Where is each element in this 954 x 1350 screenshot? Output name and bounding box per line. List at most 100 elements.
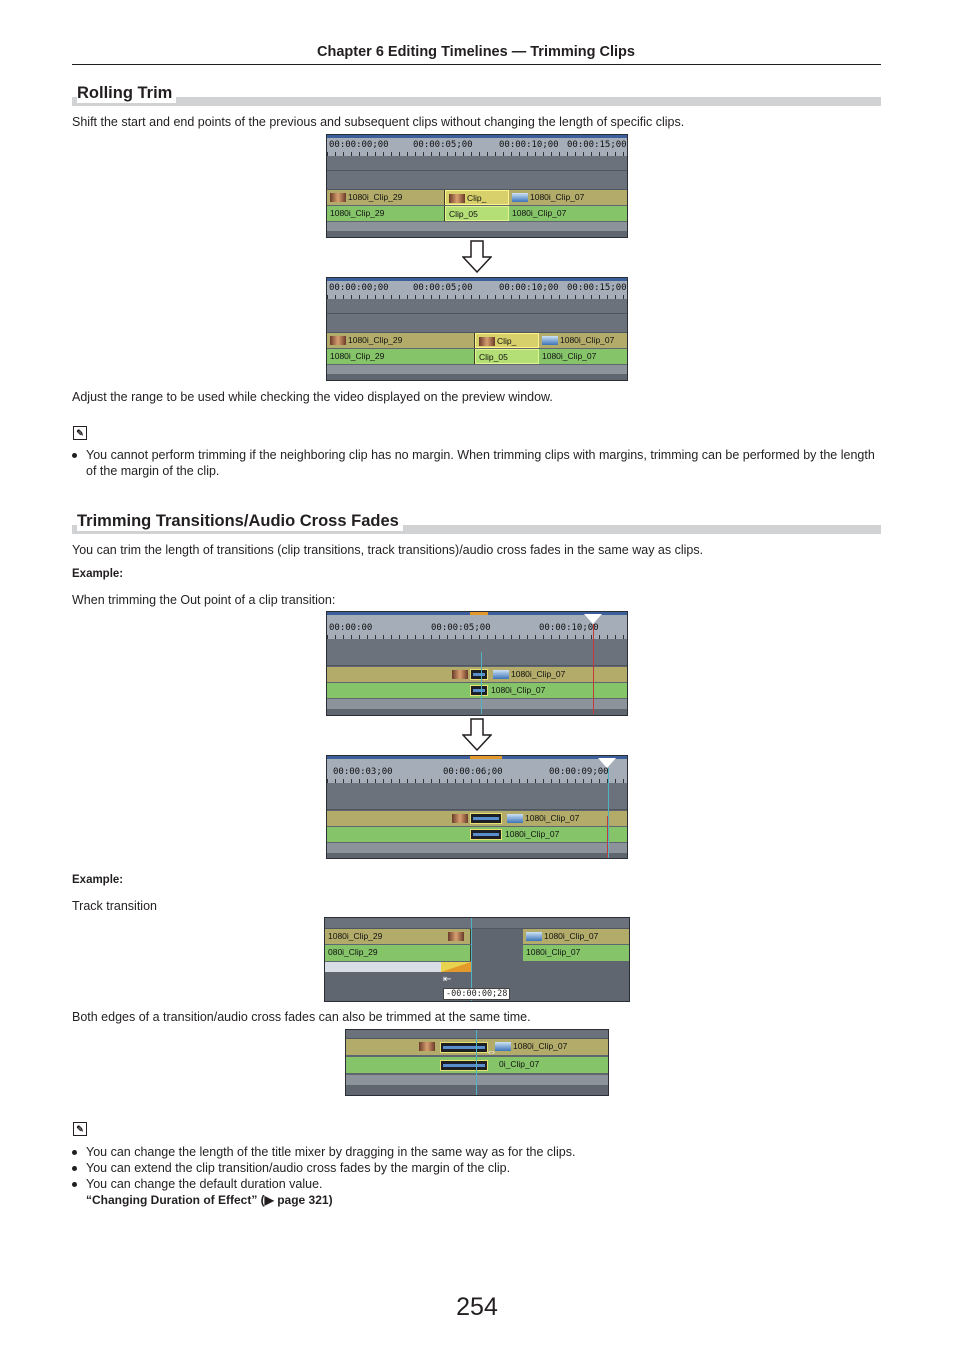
empty-track xyxy=(327,783,627,810)
transitions-intro: You can trim the length of transitions (… xyxy=(72,543,704,557)
timecode-label: 00:00:15;00 xyxy=(567,283,627,293)
example1-text: When trimming the Out point of a clip tr… xyxy=(72,593,336,607)
timecode-label: 00:00:05;00 xyxy=(413,140,473,150)
clip-thumbnail-icon xyxy=(479,337,495,347)
clip-thumbnail-icon xyxy=(512,193,528,203)
timecode-label: 00:00:10;00 xyxy=(539,623,599,633)
timeline-both-edges: 1080i_Clip_07 0i_Clip_07 ⇔ xyxy=(345,1029,609,1096)
audio-clip[interactable]: 1080i_Clip_29 xyxy=(327,349,475,364)
video-clip[interactable]: 1080i_Clip_07 xyxy=(539,333,627,348)
track-transition-ramp-icon[interactable] xyxy=(441,962,471,972)
track-transition-bar[interactable] xyxy=(325,962,443,972)
audio-clip[interactable]: 1080i_Clip_07 xyxy=(488,683,588,698)
audio-clip-selected[interactable]: Clip_05 xyxy=(475,349,539,364)
audio-clip[interactable]: 1080i_Clip_07 xyxy=(539,349,627,364)
audio-cross-fade[interactable] xyxy=(440,1060,488,1071)
note-icon: ✎ xyxy=(73,426,87,440)
video-clip-selected[interactable]: Clip_ xyxy=(445,190,509,205)
ruler-ticks xyxy=(327,779,627,783)
bullet-dot xyxy=(72,1166,77,1171)
audio-clip[interactable]: 0i_Clip_07 xyxy=(496,1057,596,1073)
audio-clip[interactable]: 080i_Clip_29 xyxy=(325,945,471,961)
audio-clip[interactable]: 1080i_Clip_07 xyxy=(502,827,602,842)
video-clip[interactable] xyxy=(416,1039,440,1055)
timeline-screenshot-after: 00:00:00;00 00:00:05;00 00:00:10;00 00:0… xyxy=(326,277,628,381)
timecode-label: 00:00:10;00 xyxy=(499,283,559,293)
playhead-marker-icon[interactable] xyxy=(584,614,602,624)
timecode-label: 00:00:09;00 xyxy=(549,767,609,777)
empty-track xyxy=(346,1030,608,1039)
timeline-track-transition: 1080i_Clip_29 1080i_Clip_07 080i_Clip_29… xyxy=(324,917,630,1002)
playhead-marker-icon[interactable] xyxy=(598,758,616,768)
audio-cross-fade[interactable] xyxy=(470,685,488,696)
empty-track xyxy=(327,222,627,231)
timecode-label: 00:00:10;00 xyxy=(499,140,559,150)
note-bullet: You can change the default duration valu… xyxy=(72,1176,880,1192)
video-clip[interactable]: 1080i_Clip_29 xyxy=(327,190,445,205)
playhead-line xyxy=(593,624,594,714)
example2-text: Track transition xyxy=(72,899,157,913)
clip-thumbnail-icon xyxy=(452,814,468,824)
audio-clip[interactable]: 1080i_Clip_29 xyxy=(327,206,445,221)
empty-track xyxy=(327,639,627,666)
header-rule xyxy=(72,64,881,65)
video-clip[interactable]: 1080i_Clip_07 xyxy=(523,929,629,944)
example-label: Example: xyxy=(72,874,124,886)
example-label: Example: xyxy=(72,568,124,580)
timeline-screenshot-before: 00:00:00;00 00:00:05;00 00:00:10;00 00:0… xyxy=(326,134,628,238)
clip-transition[interactable] xyxy=(470,669,488,680)
video-clip[interactable]: 1080i_Clip_07 xyxy=(509,190,627,205)
clip-transition[interactable] xyxy=(440,1042,488,1053)
ruler-ticks xyxy=(327,152,627,156)
in-out-marker xyxy=(470,756,502,759)
video-clip[interactable]: 1080i_Clip_29 xyxy=(325,929,471,944)
rolling-trim-after: Adjust the range to be used while checki… xyxy=(72,390,553,404)
down-arrow-icon xyxy=(462,240,492,273)
note-bullet: You can extend the clip transition/audio… xyxy=(72,1160,880,1176)
empty-track xyxy=(327,171,627,190)
empty-track xyxy=(327,699,627,709)
video-clip[interactable]: 1080i_Clip_29 xyxy=(327,333,475,348)
timeline-ruler: 00:00:00;00 00:00:05;00 00:00:10;00 00:0… xyxy=(327,138,627,156)
both-edges-text: Both edges of a transition/audio cross f… xyxy=(72,1010,531,1024)
timecode-label: 00:00:06;00 xyxy=(443,767,503,777)
empty-track xyxy=(325,918,629,929)
edit-cursor-line xyxy=(471,918,472,1001)
section-title-rolling-trim: Rolling Trim xyxy=(77,83,177,103)
empty-track xyxy=(327,299,627,314)
video-clip[interactable]: 1080i_Clip_07 xyxy=(490,667,590,682)
clip-thumbnail-icon xyxy=(526,932,542,942)
note-bullet: You can change the length of the title m… xyxy=(72,1144,880,1160)
video-clip[interactable]: 1080i_Clip_07 xyxy=(492,1039,602,1055)
audio-cross-fade[interactable] xyxy=(470,829,502,840)
video-clip[interactable] xyxy=(449,667,473,682)
ruler-ticks xyxy=(327,635,627,639)
empty-track xyxy=(327,314,627,333)
audio-clip-selected[interactable]: Clip_05 xyxy=(445,206,509,221)
note-icon: ✎ xyxy=(73,1122,87,1136)
note-bullet: You cannot perform trimming if the neigh… xyxy=(72,447,880,479)
video-clip-selected[interactable]: Clip_ xyxy=(475,333,539,348)
video-clip[interactable]: 1080i_Clip_07 xyxy=(504,811,604,826)
clip-transition[interactable] xyxy=(470,813,502,824)
timeline-ruler: 00:00:03;00 00:00:06;00 00:00:09;00 xyxy=(327,759,627,783)
clip-thumbnail-icon xyxy=(330,193,346,203)
playhead-line xyxy=(607,816,608,858)
timeline-ruler: 00:00:00;00 00:00:05;00 00:00:10;00 00:0… xyxy=(327,281,627,299)
timecode-label: 00:00:03;00 xyxy=(333,767,393,777)
edit-cursor-line xyxy=(476,1030,477,1095)
clip-thumbnail-icon xyxy=(449,194,465,204)
link-changing-duration[interactable]: “Changing Duration of Effect” (▶ page 32… xyxy=(86,1193,333,1207)
video-clip[interactable] xyxy=(449,811,473,826)
rolling-trim-intro: Shift the start and end points of the pr… xyxy=(72,115,685,129)
empty-track xyxy=(346,1075,608,1085)
timecode-label: 00:00:00 xyxy=(329,623,373,633)
audio-clip[interactable]: 1080i_Clip_07 xyxy=(509,206,627,221)
timecode-label: 00:00:00;00 xyxy=(329,283,389,293)
timecode-label: 00:00:15;00 xyxy=(567,140,627,150)
timeline-clip-transition-after: 00:00:03;00 00:00:06;00 00:00:09;00 1080… xyxy=(326,755,628,859)
audio-clip[interactable]: 1080i_Clip_07 xyxy=(523,945,629,961)
bullet-dot xyxy=(72,453,77,458)
clip-thumbnail-icon xyxy=(452,670,468,680)
empty-track xyxy=(327,365,627,374)
